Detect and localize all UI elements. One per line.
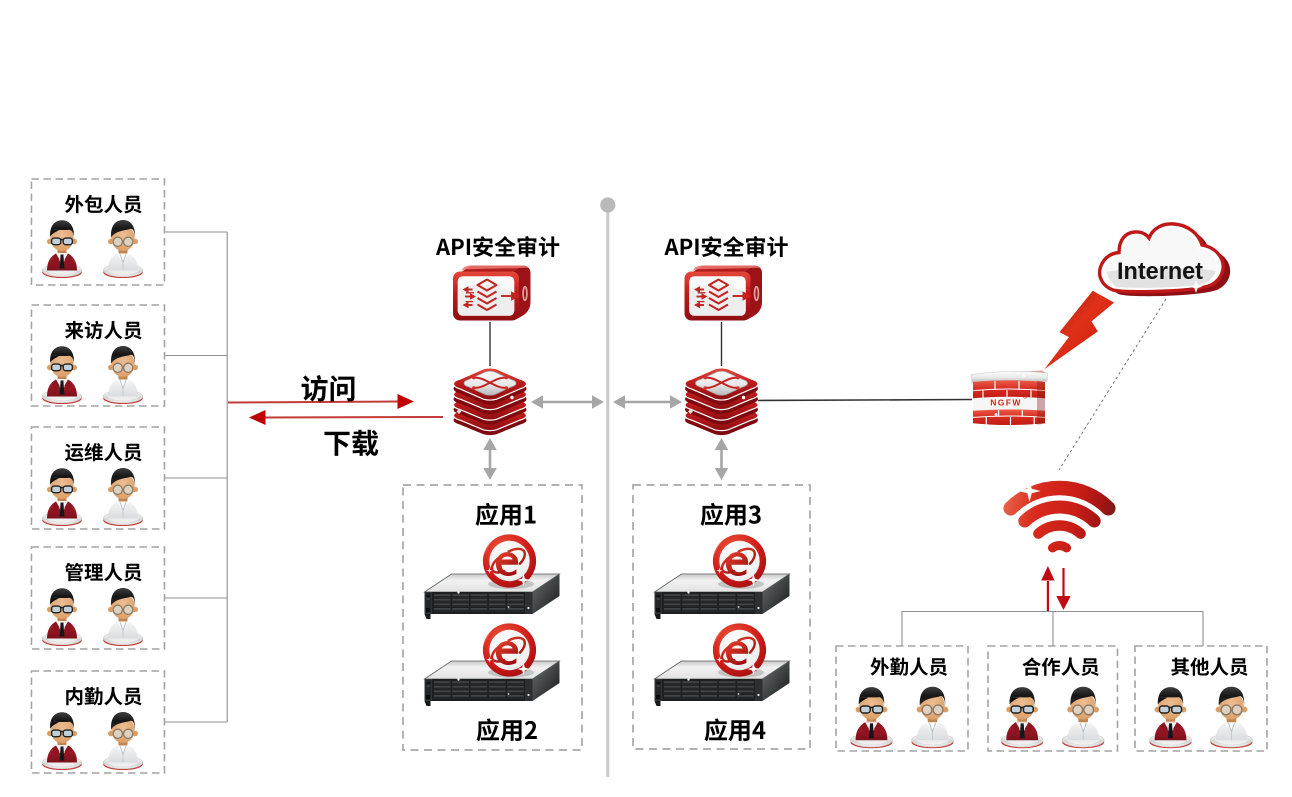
svg-text:®: ® <box>1023 393 1028 401</box>
svg-text:Internet: Internet <box>1117 258 1203 285</box>
svg-text:NGFW: NGFW <box>990 398 1022 408</box>
